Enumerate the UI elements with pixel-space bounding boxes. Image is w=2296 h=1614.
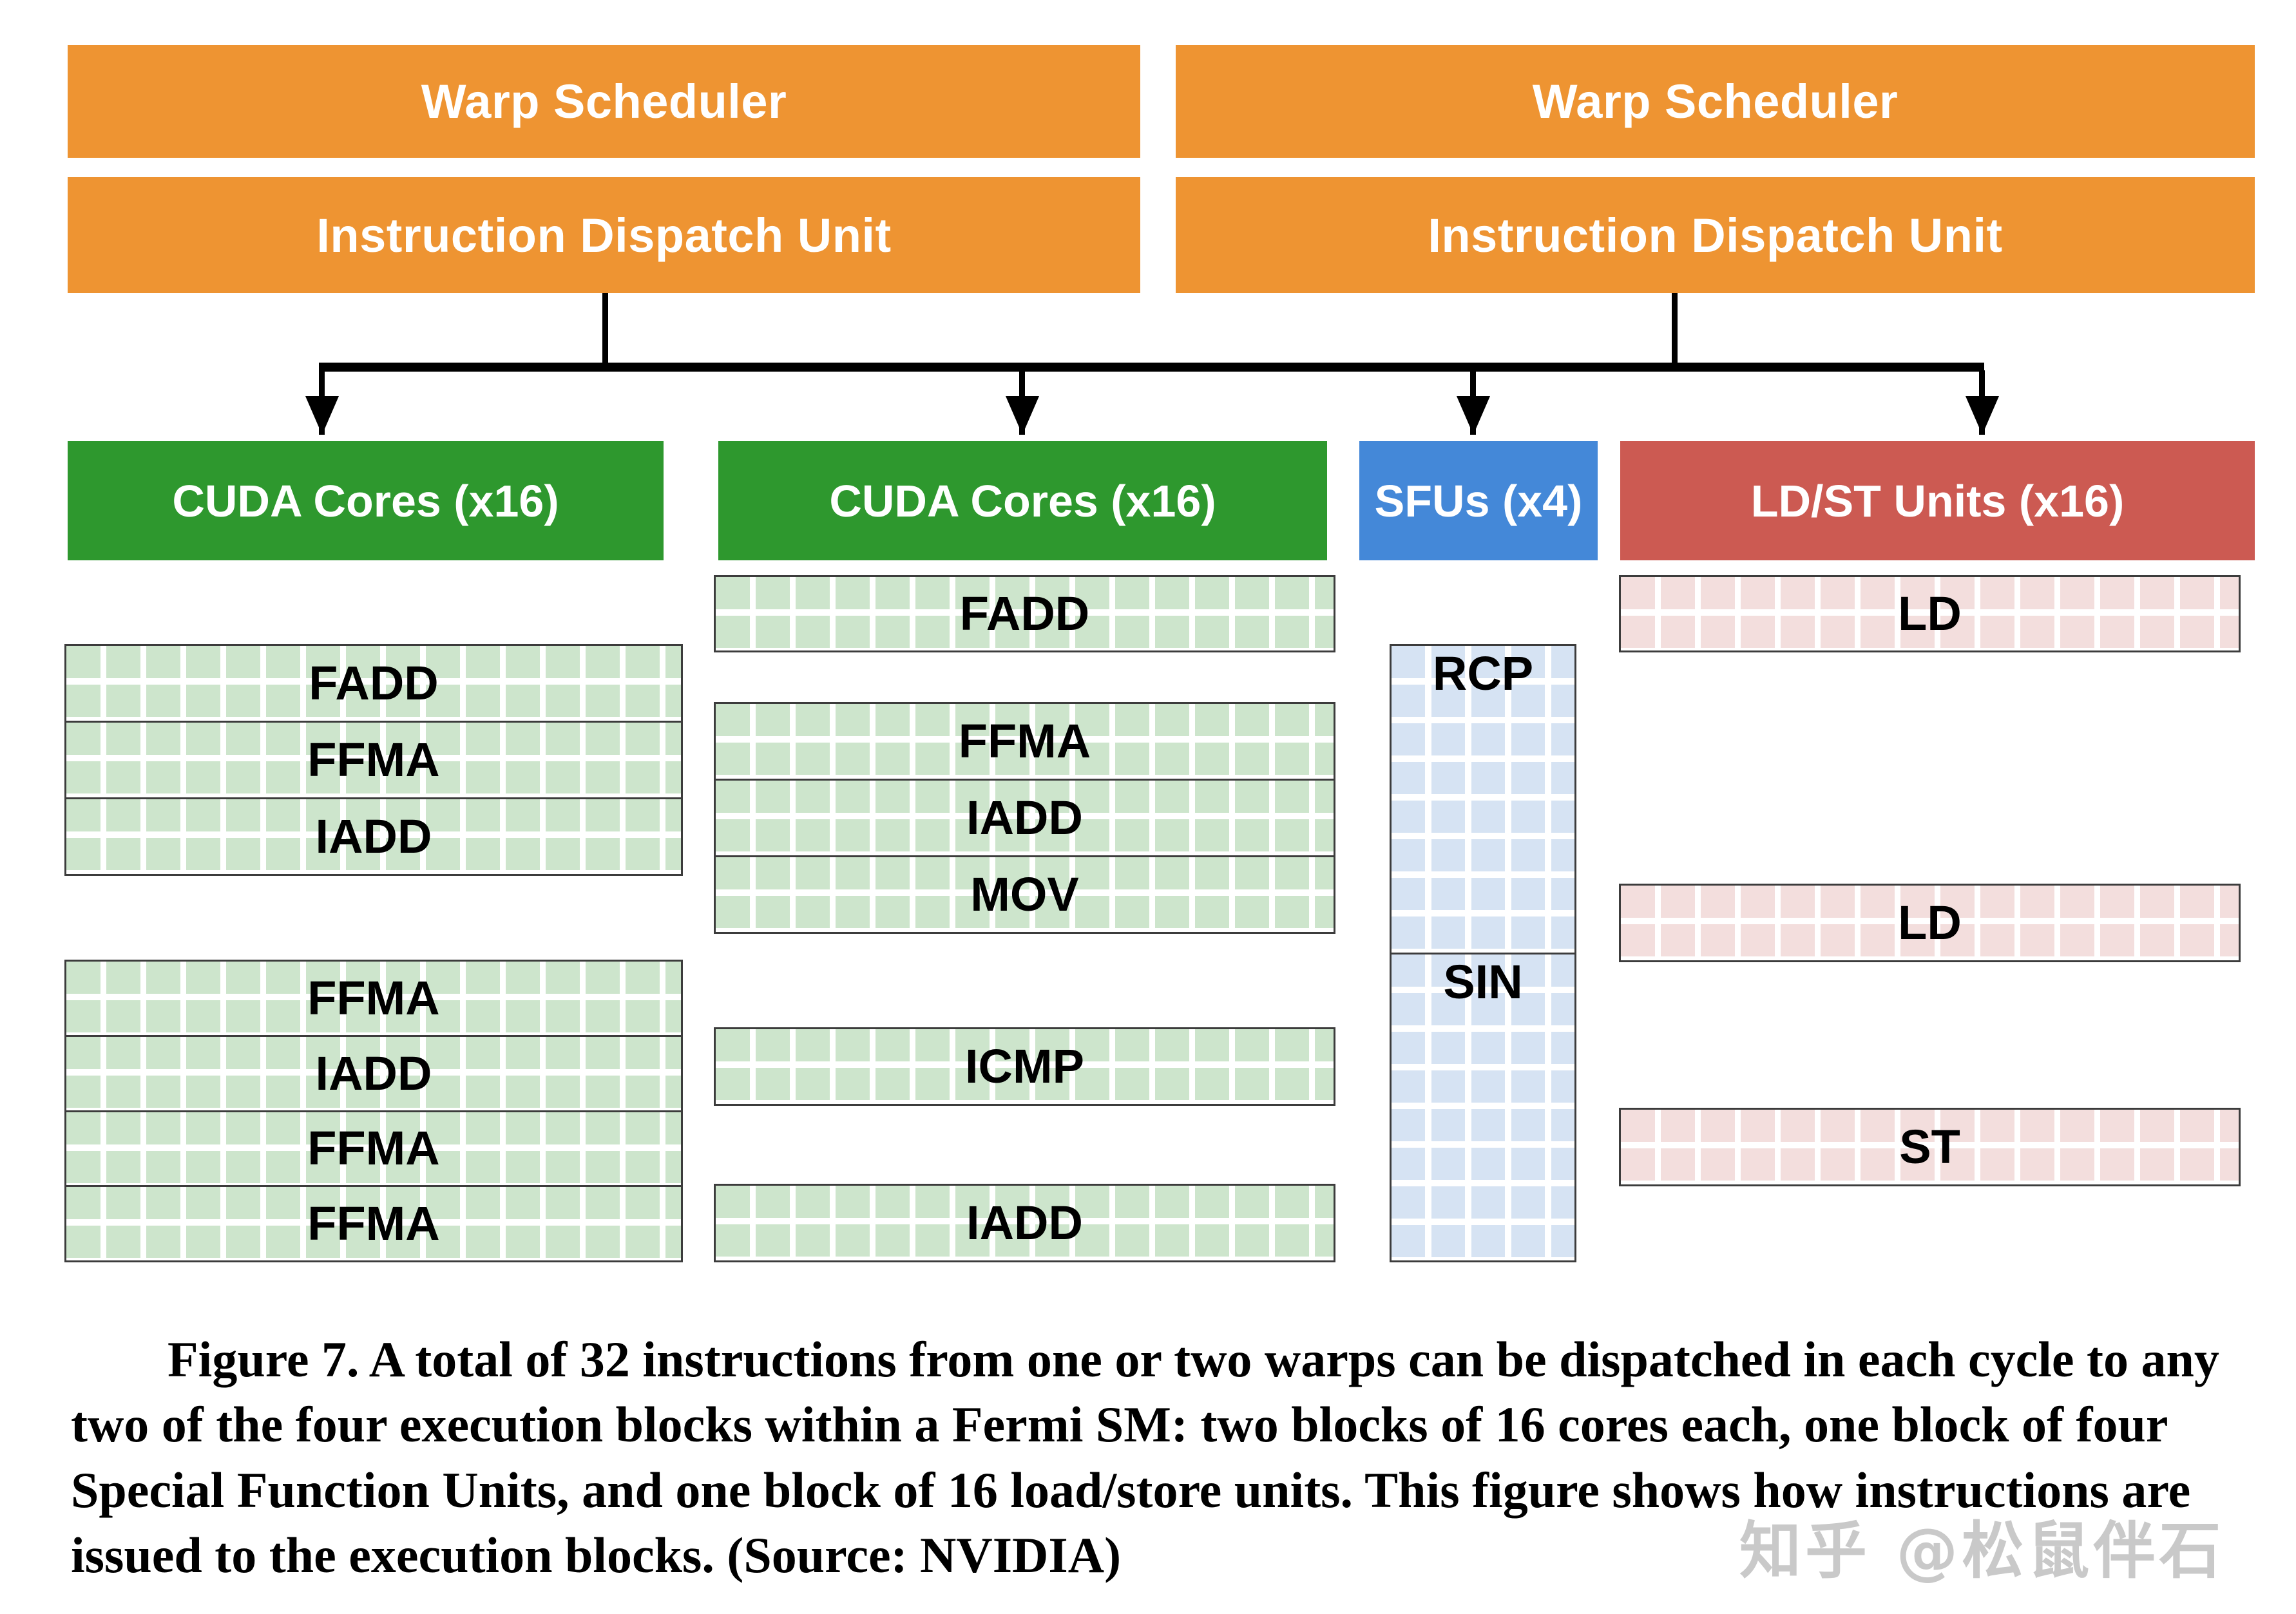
- instruction-label: SIN: [1443, 954, 1523, 1009]
- instruction-slot[interactable]: FADD: [716, 577, 1334, 650]
- instruction-slot[interactable]: FFMA: [716, 704, 1334, 781]
- arrow-to-cuda-cores-1-icon: [1006, 396, 1039, 435]
- instruction-slot[interactable]: FFMA: [66, 962, 681, 1037]
- instruction-group[interactable]: FADD FFMA IADD: [64, 644, 683, 876]
- instruction-group[interactable]: FFMA IADD FFMA FFMA: [64, 960, 683, 1262]
- instruction-slot[interactable]: IADD: [716, 781, 1334, 857]
- instruction-group[interactable]: RCP SIN: [1390, 644, 1576, 1262]
- instruction-slot[interactable]: FFMA: [66, 723, 681, 799]
- instruction-slot[interactable]: LD: [1621, 886, 2239, 960]
- unit-header-cuda-cores-1[interactable]: CUDA Cores (x16): [718, 441, 1327, 560]
- warp-scheduler-right[interactable]: Warp Scheduler: [1176, 45, 2255, 158]
- instruction-label: FADD: [309, 656, 439, 710]
- instruction-label: FFMA: [307, 1121, 440, 1175]
- instruction-slot[interactable]: ICMP: [716, 1029, 1334, 1104]
- figure-caption: Figure 7. A total of 32 instructions fro…: [71, 1331, 2219, 1584]
- instruction-group[interactable]: LD: [1619, 884, 2241, 962]
- watermark: 知乎 @松鼠伴石: [1739, 1515, 2225, 1587]
- instruction-dispatch-unit-right[interactable]: Instruction Dispatch Unit: [1176, 177, 2255, 293]
- instruction-label: FFMA: [307, 971, 440, 1025]
- instruction-slot[interactable]: MOV: [716, 857, 1334, 932]
- instruction-label: FADD: [959, 587, 1090, 640]
- instruction-label: IADD: [966, 1196, 1083, 1249]
- instruction-label: FFMA: [958, 714, 1091, 768]
- instruction-slot[interactable]: FFMA: [66, 1112, 681, 1188]
- instruction-slot[interactable]: IADD: [66, 799, 681, 874]
- instruction-slot[interactable]: LD: [1621, 577, 2239, 650]
- unit-header-ldst-units[interactable]: LD/ST Units (x16): [1620, 441, 2255, 560]
- instruction-label: IADD: [315, 810, 432, 863]
- instruction-label: IADD: [966, 791, 1083, 844]
- instruction-group[interactable]: ST: [1619, 1108, 2241, 1186]
- instruction-group[interactable]: IADD: [714, 1184, 1335, 1262]
- instruction-label: ICMP: [965, 1040, 1084, 1093]
- unit-header-cuda-cores-0-label: CUDA Cores (x16): [172, 475, 559, 526]
- arrow-to-cuda-cores-0-icon: [305, 396, 339, 435]
- warp-scheduler-left[interactable]: Warp Scheduler: [68, 45, 1140, 158]
- instruction-slot[interactable]: FFMA: [66, 1187, 681, 1260]
- instruction-dispatch-unit-left[interactable]: Instruction Dispatch Unit: [68, 177, 1140, 293]
- unit-header-cuda-cores-1-label: CUDA Cores (x16): [829, 475, 1216, 526]
- warp-scheduler-left-label: Warp Scheduler: [421, 75, 787, 128]
- unit-header-ldst-units-label: LD/ST Units (x16): [1750, 475, 2125, 526]
- instruction-label: MOV: [970, 868, 1079, 921]
- instruction-group[interactable]: FADD: [714, 575, 1335, 652]
- dispatch-drop-line-right: [1672, 293, 1678, 370]
- unit-header-sfus-label: SFUs (x4): [1374, 475, 1583, 526]
- instruction-label: IADD: [315, 1046, 432, 1100]
- instruction-group[interactable]: ICMP: [714, 1027, 1335, 1106]
- instruction-dispatch-unit-right-label: Instruction Dispatch Unit: [1428, 208, 2003, 262]
- unit-header-sfus[interactable]: SFUs (x4): [1359, 441, 1598, 560]
- instruction-label: LD: [1898, 587, 1962, 640]
- warp-scheduler-right-label: Warp Scheduler: [1532, 75, 1899, 128]
- arrow-to-ldst-units-icon: [1966, 396, 1999, 435]
- instruction-label: RCP: [1432, 647, 1534, 700]
- instruction-slot[interactable]: SIN: [1392, 954, 1574, 1260]
- arrow-to-sfus-icon: [1457, 396, 1490, 435]
- dispatch-bus: [319, 363, 1984, 372]
- instruction-label: FFMA: [307, 733, 440, 786]
- instruction-slot[interactable]: RCP: [1392, 646, 1574, 954]
- unit-header-cuda-cores-0[interactable]: CUDA Cores (x16): [68, 441, 664, 560]
- instruction-label: LD: [1898, 896, 1962, 949]
- instruction-slot[interactable]: IADD: [66, 1036, 681, 1112]
- instruction-slot[interactable]: IADD: [716, 1186, 1334, 1260]
- dispatch-drop-line-left: [602, 293, 608, 370]
- instruction-slot[interactable]: ST: [1621, 1110, 2239, 1184]
- instruction-dispatch-unit-left-label: Instruction Dispatch Unit: [316, 208, 892, 262]
- instruction-slot[interactable]: FADD: [66, 646, 681, 723]
- instruction-label: FFMA: [307, 1197, 440, 1251]
- instruction-label: ST: [1899, 1120, 1960, 1173]
- instruction-group[interactable]: FFMA IADD MOV: [714, 702, 1335, 934]
- instruction-group[interactable]: LD: [1619, 575, 2241, 652]
